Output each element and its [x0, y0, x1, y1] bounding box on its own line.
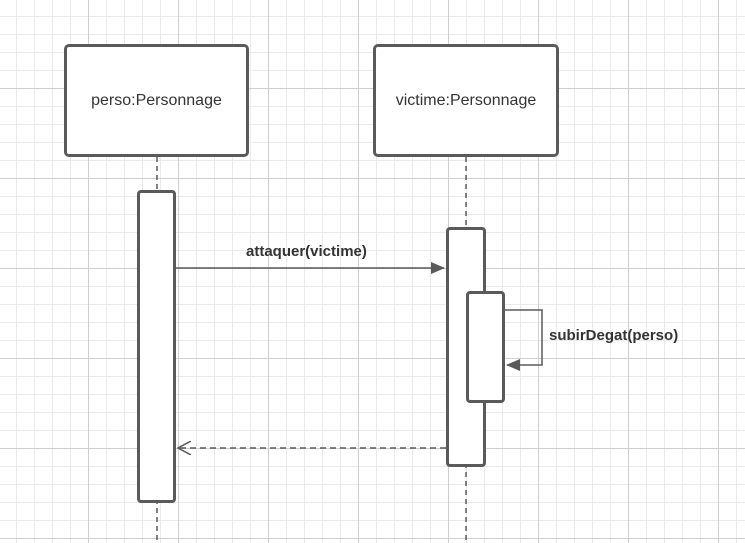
participant-perso-label: perso:Personnage — [91, 91, 222, 109]
participant-victime[interactable]: victime:Personnage — [373, 44, 559, 157]
message-attaquer-label: attaquer(victime) — [246, 243, 367, 260]
activation-perso[interactable] — [137, 190, 176, 503]
message-subir-degat-arrow — [505, 309, 543, 371]
activation-victime-nested[interactable] — [466, 291, 505, 403]
participant-victime-label: victime:Personnage — [395, 91, 537, 109]
message-subir-degat-label: subirDegat(perso) — [549, 327, 679, 344]
participant-perso[interactable]: perso:Personnage — [64, 44, 249, 157]
